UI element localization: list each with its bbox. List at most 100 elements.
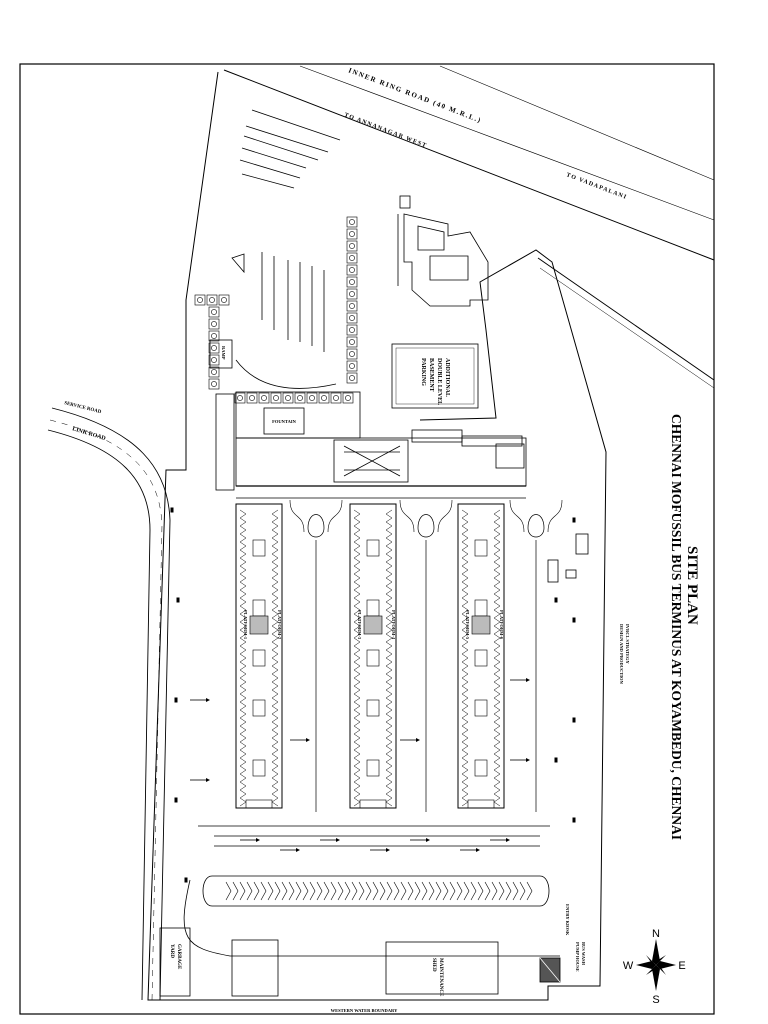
direction-arrow-head xyxy=(426,838,430,842)
kiosk-circle xyxy=(221,297,227,303)
chevron-stall xyxy=(414,881,421,901)
kiosk-box xyxy=(208,342,220,354)
kiosk-box xyxy=(208,354,220,366)
platform-kiosk xyxy=(252,649,266,667)
central-concourse xyxy=(215,391,527,499)
kiosk-circle xyxy=(211,321,217,327)
boundary-marker xyxy=(572,717,576,723)
kiosk-box xyxy=(346,288,358,300)
kiosk-circle xyxy=(349,231,355,237)
chevron-stall xyxy=(260,881,267,901)
chevron-stalls xyxy=(225,881,533,901)
platform-kiosk xyxy=(366,699,380,717)
chevron-stall xyxy=(344,881,351,901)
chevron-stall xyxy=(274,881,281,901)
platform-end-block xyxy=(467,799,495,809)
compass-s: S xyxy=(652,994,659,1006)
kiosk-box xyxy=(246,392,258,404)
kiosk-circle xyxy=(211,345,217,351)
kiosk-circle xyxy=(209,297,215,303)
platform-island xyxy=(235,503,283,809)
boundary-marker xyxy=(554,757,558,763)
platform-island xyxy=(457,503,505,809)
kiosk-box xyxy=(208,330,220,342)
office-complex xyxy=(397,195,489,307)
kiosk-box xyxy=(346,312,358,324)
lower-circulation xyxy=(183,825,560,957)
bottom-buildings xyxy=(159,927,561,997)
chevron-stall xyxy=(463,881,470,901)
additional-parking-line-1: ADDITIONAL xyxy=(444,358,450,397)
drawing-frame xyxy=(19,63,715,1015)
kiosk-box xyxy=(206,294,218,306)
kiosk-circle xyxy=(349,327,355,333)
drawing-subtitle: SITE PLAN xyxy=(684,546,700,625)
platform-end-block xyxy=(245,799,273,809)
direction-arrow-head xyxy=(386,848,390,852)
platform-kiosk xyxy=(366,599,380,617)
fountain-label: FOUNTAIN xyxy=(272,419,296,424)
platform-label: PLATFORM-4 xyxy=(391,610,396,640)
chevron-stall xyxy=(337,881,344,901)
bay-zigzag-left xyxy=(461,509,469,807)
kiosk-box xyxy=(346,276,358,288)
lane-divider-head xyxy=(417,514,435,538)
chevron-stall xyxy=(246,881,253,901)
kiosk-circle xyxy=(321,395,327,401)
kiosk-circle xyxy=(349,219,355,225)
lane-curve xyxy=(399,499,415,533)
platform-kiosk xyxy=(366,539,380,557)
maintenance-shed-line-2: SHED xyxy=(431,958,436,972)
lane-curve xyxy=(547,499,563,533)
kiosk-column xyxy=(194,216,358,404)
direction-arrow-head xyxy=(526,758,530,762)
boundary-marker xyxy=(572,817,576,823)
kiosk-box xyxy=(346,228,358,240)
kiosk-circle xyxy=(349,303,355,309)
kiosk-circle xyxy=(211,357,217,363)
direction-arrow-head xyxy=(206,698,210,702)
platform-kiosk xyxy=(474,599,488,617)
kiosk-box xyxy=(342,392,354,404)
chevron-stall xyxy=(302,881,309,901)
chevron-stall xyxy=(323,881,330,901)
kiosk-circle xyxy=(349,339,355,345)
kiosk-box xyxy=(346,300,358,312)
kiosk-box xyxy=(208,378,220,390)
chevron-stall xyxy=(351,881,358,901)
direction-arrow-head xyxy=(306,738,310,742)
platform-kiosk xyxy=(252,599,266,617)
chevron-stall xyxy=(379,881,386,901)
compass-e: E xyxy=(678,960,685,972)
chevron-stall xyxy=(484,881,491,901)
chevron-stall xyxy=(505,881,512,901)
boundary-marker xyxy=(174,697,178,703)
lane-divider-head xyxy=(307,514,325,538)
kiosk-circle xyxy=(345,395,351,401)
chevron-stall xyxy=(267,881,274,901)
lane-curve xyxy=(289,499,305,533)
kiosk-box xyxy=(346,324,358,336)
additional-parking-block: ADDITIONAL DOUBLE LEVEL BASEMENT PARKING xyxy=(391,343,479,409)
additional-parking-line-2: DOUBLE LEVEL xyxy=(436,358,442,405)
platform-amenity xyxy=(249,615,269,635)
kiosk-box xyxy=(330,392,342,404)
platform-kiosk xyxy=(252,539,266,557)
to-annanagar-label: TO ANNANAGAR WEST xyxy=(343,112,427,149)
boundary-marker xyxy=(554,597,558,603)
chevron-stall xyxy=(316,881,323,901)
platform-kiosk xyxy=(366,759,380,777)
kiosk-box xyxy=(258,392,270,404)
direction-arrow-head xyxy=(506,838,510,842)
lane-curve xyxy=(327,499,343,533)
chevron-stall xyxy=(309,881,316,901)
chevron-stall xyxy=(470,881,477,901)
direction-arrow-head xyxy=(476,848,480,852)
fountain-block: FOUNTAIN xyxy=(263,407,305,435)
site-boundary xyxy=(147,71,607,1001)
compass-n: N xyxy=(652,928,660,940)
kiosk-circle xyxy=(349,243,355,249)
bay-zigzag-left xyxy=(353,509,361,807)
chevron-stall xyxy=(519,881,526,901)
chevron-stall xyxy=(372,881,379,901)
